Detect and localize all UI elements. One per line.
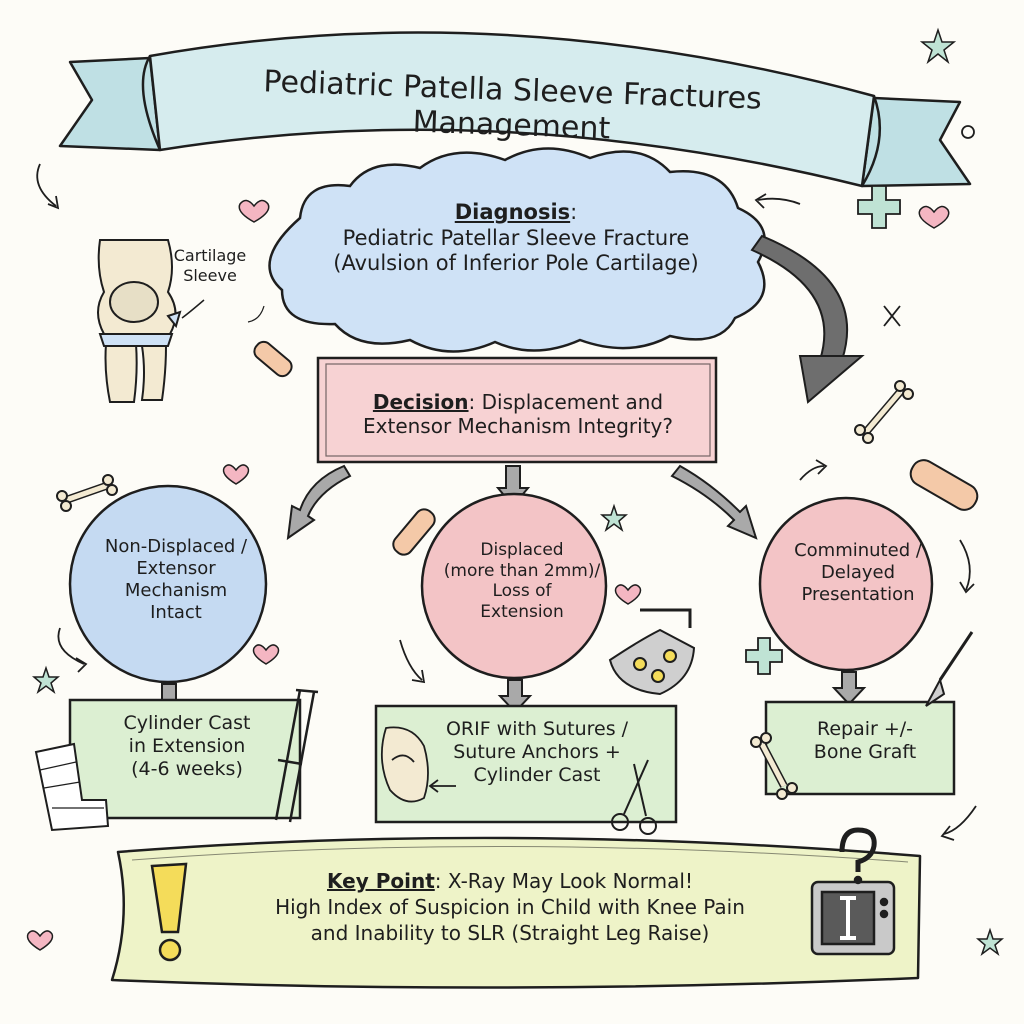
scissors-icon [611,759,657,835]
diagnosis-cloud [268,147,766,353]
anatomy-label-line-1: Cartilage [173,246,247,265]
condition-non-displaced: Non-Displaced / Extensor Mechanism Intac… [68,536,284,624]
anatomy-label: Cartilage Sleeve [160,246,260,285]
diagnosis-colon: : [570,200,578,224]
title-ribbon [58,31,972,188]
curved-arrow [750,234,865,404]
condition-line: Intact [150,601,202,623]
key-point-colon: : [434,869,442,893]
bone-icon [750,732,798,800]
condition-line: Displaced [480,540,564,560]
treatment-cast: Cylinder Cast in Extension (4-6 weeks) [82,712,292,782]
condition-displaced: Displaced (more than 2mm)/ Loss of Exten… [424,540,620,623]
circle-displaced [420,492,608,680]
knee-anatomy-icon [97,239,205,403]
medical-cross-icon [857,185,901,229]
key-point-banner [110,836,922,989]
treatment-line: Suture Anchors + [453,741,621,764]
key-point-line-2: High Index of Suspicion in Child with Kn… [275,895,745,919]
condition-line: Comminuted / [794,540,922,561]
condition-comminuted: Comminuted / Delayed Presentation [758,540,958,606]
treatment-orif: ORIF with Sutures / Suture Anchors + Cyl… [402,718,672,788]
treatment-line: Bone Graft [813,741,917,764]
treatment-line: Cylinder Cast [123,712,251,734]
treatment-repair: Repair +/- Bone Graft [770,718,960,764]
condition-line: Non-Displaced / [104,536,248,557]
treatment-line: Repair +/- [816,718,914,740]
treatment-box-cast [68,698,302,820]
decision-text: Decision: Displacement and Extensor Mech… [318,390,718,439]
cast-leg-icon [34,742,110,832]
condition-line: Mechanism [124,579,228,601]
decision-line-2: Extensor Mechanism Integrity? [363,414,673,439]
treatment-line: Cylinder Cast [473,764,601,787]
decision-colon: : [468,390,476,414]
decision-line-1: Displacement and [475,390,664,414]
decorative-arrow [36,125,977,841]
key-point-line-1: X-Ray May Look Normal! [441,869,693,893]
condition-line: Extensor [136,557,216,579]
circle-comminuted [758,496,934,672]
key-point-text: Key Point: X-Ray May Look Normal! High I… [200,868,820,946]
connector-lines [247,305,265,323]
condition-line: (more than 2mm)/ [443,560,601,581]
bone-icon [854,380,914,444]
star-icon [31,27,1005,957]
crutch-icon [274,688,319,823]
condition-line: Delayed [820,561,896,583]
decision-box [316,356,718,464]
medical-cross-icon [745,637,783,675]
diagnosis-line-1: Pediatric Patellar Sleeve Fracture [342,225,690,250]
xray-monitor-icon [810,827,896,956]
diagnosis-line-2: (Avulsion of Inferior Pole Cartilage) [333,251,699,276]
circle-non-displaced [68,484,268,684]
bone-icon [56,474,118,512]
anatomy-label-line-2: Sleeve [183,265,237,285]
scalpel-icon [925,631,974,707]
heart-icon [26,199,950,951]
treatment-line: in Extension [128,735,246,758]
bandage-icon [909,459,979,511]
diagnosis-text: Diagnosis: Pediatric Patellar Sleeve Fra… [278,200,754,277]
diagnosis-label: Diagnosis [454,200,571,224]
condition-line: Loss of [492,581,552,602]
exclamation-icon [150,862,188,962]
condition-line: Presentation [801,583,915,605]
condition-line: Extension [480,602,564,623]
key-point-label: Key Point [327,869,435,893]
knee-sketch-icon [380,726,456,803]
bandage-icon [253,340,293,378]
bandage-icon [392,508,436,556]
treatment-line: (4-6 weeks) [131,758,243,781]
key-point-line-3: and Inability to SLR (Straight Leg Raise… [310,921,710,945]
decision-label: Decision [372,390,469,414]
surgical-lamp-icon [608,608,696,696]
treatment-box-repair [764,700,956,796]
treatment-line: ORIF with Sutures / [445,718,629,740]
